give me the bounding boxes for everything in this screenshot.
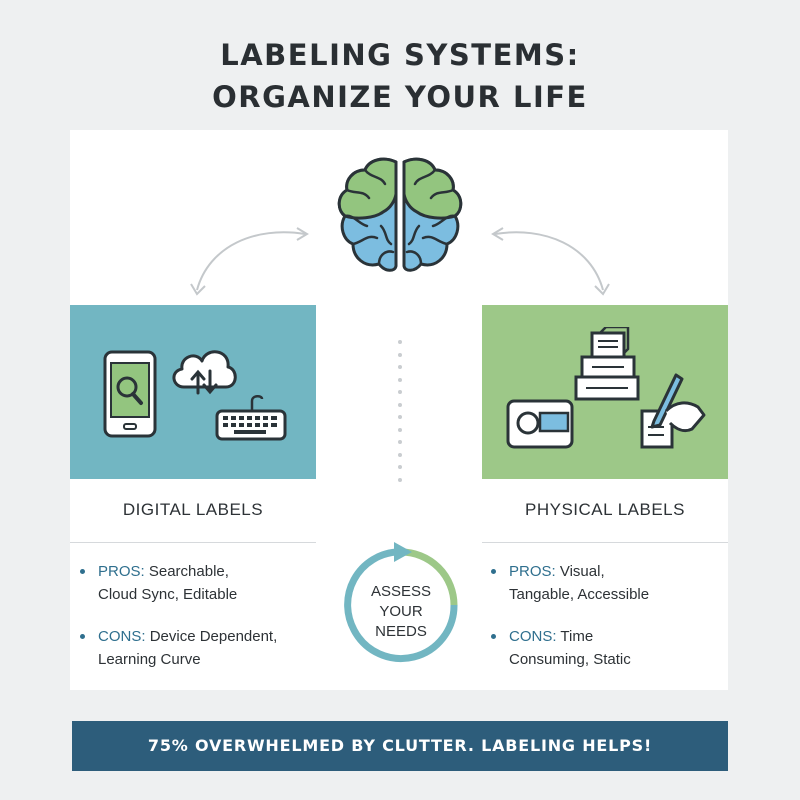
stacked-boxes-icon: [574, 327, 640, 401]
digital-cons-text-2: Learning Curve: [98, 651, 201, 668]
label-maker-icon: [506, 399, 574, 449]
arrow-to-physical-icon: [491, 227, 610, 296]
digital-pros-text-1: Searchable,: [148, 563, 229, 580]
physical-pros-text-1: Visual,: [559, 563, 605, 580]
cloud-sync-icon: [172, 350, 237, 395]
cycle-line-1: ASSESS: [370, 583, 432, 600]
arrow-to-digital-icon: [190, 227, 309, 296]
title-line-1: LABELING SYSTEMS:: [220, 38, 580, 72]
hand-writing-icon: [640, 373, 706, 449]
bullet-dot: [80, 569, 85, 574]
digital-labels-heading: DIGITAL LABELS: [122, 500, 264, 519]
brain-icon: [337, 157, 463, 272]
smartphone-search-icon: [103, 350, 157, 438]
cycle-arrow-icon: [344, 542, 458, 662]
digital-labels-panel: [70, 305, 316, 479]
physical-pros-label: PROS:: [509, 563, 556, 580]
digital-pros-label: PROS:: [98, 563, 145, 580]
digital-pros-text-2: Cloud Sync, Editable: [98, 586, 238, 603]
keyboard-icon: [215, 395, 287, 441]
title-line-2: ORGANIZE YOUR LIFE: [212, 80, 588, 114]
physical-pros: PROS: Visual, Tangable, Accessible: [491, 560, 650, 606]
physical-labels-panel: [482, 305, 728, 479]
page-title: LABELING SYSTEMS: ORGANIZE YOUR LIFE: [0, 34, 800, 118]
physical-cons: CONS: Time Consuming, Static: [491, 625, 631, 671]
stat-banner: 75% OVERWHELMED BY CLUTTER. LABELING HEL…: [72, 721, 728, 771]
assess-needs-text: ASSESS YOUR NEEDS: [334, 582, 468, 642]
physical-pros-text-2: Tangable, Accessible: [509, 586, 650, 603]
physical-divider: [482, 542, 728, 543]
bullet-dot: [80, 634, 85, 639]
center-dotted-separator: [396, 340, 404, 500]
cycle-line-3: NEEDS: [375, 623, 427, 640]
digital-cons: CONS: Device Dependent, Learning Curve: [80, 625, 278, 671]
physical-cons-text-2: Consuming, Static: [509, 651, 631, 668]
bullet-dot: [491, 569, 496, 574]
digital-divider: [70, 542, 316, 543]
digital-cons-label: CONS:: [98, 628, 146, 645]
physical-cons-text-1: Time: [560, 628, 594, 645]
digital-cons-text-1: Device Dependent,: [149, 628, 278, 645]
physical-labels-heading: PHYSICAL LABELS: [525, 500, 685, 519]
digital-pros: PROS: Searchable, Cloud Sync, Editable: [80, 560, 238, 606]
cycle-line-2: YOUR: [379, 603, 423, 620]
physical-cons-label: CONS:: [509, 628, 557, 645]
bullet-dot: [491, 634, 496, 639]
